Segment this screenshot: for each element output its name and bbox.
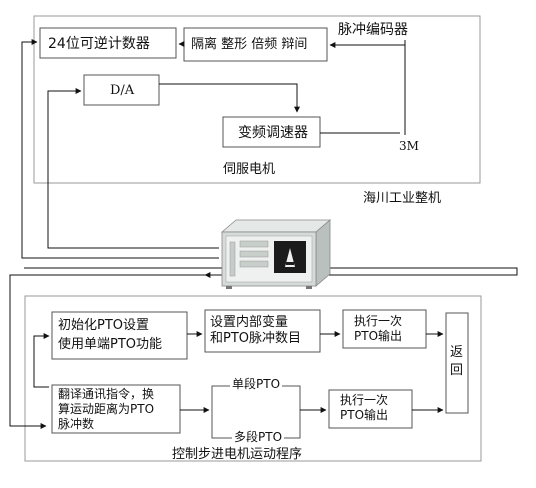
loop-into-init-line [33,333,50,388]
program-caption: 控制步进电机运动程序 [172,447,303,462]
da-to-vfd-line [159,83,300,113]
exec-once-label-1: 执行一次 PTO输出 [354,314,403,343]
translate-box [51,384,181,434]
exec-once-label-2: 执行一次 PTO输出 [340,393,389,422]
isolation-label: 隔离 整形 倍频 辩间 [191,37,308,52]
da-label: D/A [110,83,135,98]
counter-box [39,27,177,59]
pc-to-da-line [47,88,219,249]
servo-group-frame [33,15,481,184]
program-group-frame [24,295,482,462]
return-box [445,312,469,414]
vfd-label: 变频调速器 [238,125,308,141]
multi-pto-label: 多段PTO [232,430,285,444]
init-box [51,311,188,360]
da-box [83,74,160,106]
pc-caption: 海川工业整机 [363,191,442,206]
industrial-pc-icon [220,219,332,289]
servo-motor-label: 伺服电机 [223,162,276,177]
exec-once-box-1 [342,309,427,349]
single-pto-label: 单段PTO [230,377,283,391]
set-internal-box [204,309,321,353]
return-label: 返 回 [450,345,464,378]
set-internal-label: 设置内部变量 和PTO脉冲数目 [210,315,302,346]
vfd-box [222,116,321,148]
counter-label: 24位可逆计数器 [48,36,150,52]
translate-label: 翻译通讯指令，换 算运动距离为PTO 脉冲数 [58,387,155,431]
pc-to-counter-line [21,39,219,259]
exec-once-box-2 [328,389,413,429]
init-label: 初始化PTO设置 使用单端PTO功能 [58,318,163,352]
pc-to-program-line [9,274,219,429]
encoder-label: 脉冲编码器 [338,22,408,38]
three-m-label: 3M [399,139,419,153]
pto-mode-box [211,385,301,439]
